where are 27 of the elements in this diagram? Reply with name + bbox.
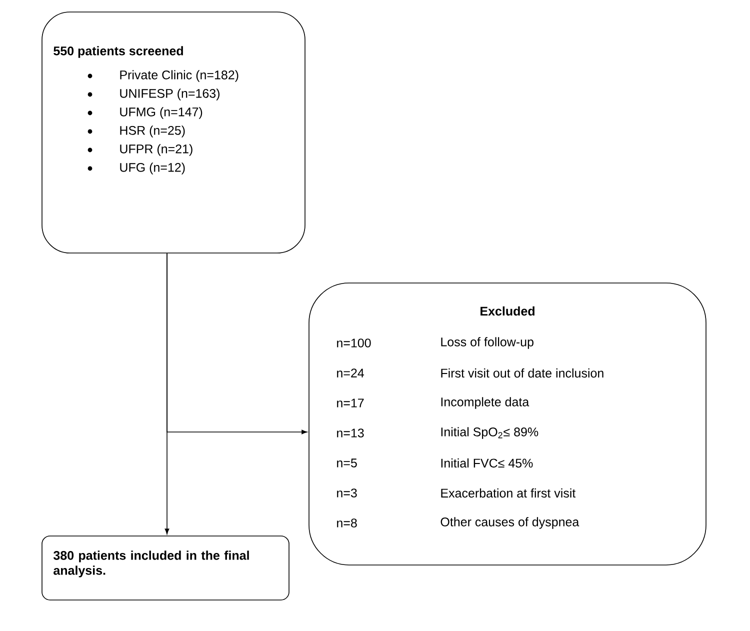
reason-text: Exacerbation at first visit: [441, 488, 576, 498]
box-heading: 550 patients screened: [54, 46, 183, 58]
list-item: Private Clinic (n=182): [120, 70, 238, 82]
list-item: UFMG (n=147): [120, 107, 202, 119]
list-item: UFG (n=12): [120, 162, 185, 174]
count-text: n=3: [337, 488, 357, 498]
reason-text: Other causes of dyspnea: [440, 517, 580, 529]
count-text: n=8: [337, 518, 357, 528]
flow-box: [42, 536, 290, 600]
box-text: 380 patients included in the final analysis.: [54, 550, 249, 578]
flow-box: [308, 282, 706, 566]
reason-text: Incomplete data: [441, 397, 530, 409]
arrow: [166, 253, 308, 434]
list-item: UNIFESP (n=163): [120, 88, 220, 100]
count-text: n=17: [337, 398, 364, 408]
reason-text: Loss of follow-up: [441, 337, 534, 349]
reason-text: Initial FVC≤ 45%: [441, 458, 533, 468]
list-item: UFPR (n=21): [120, 144, 192, 156]
count-text: n=5: [337, 458, 357, 468]
reason-text: Initial SpO$_{2}$≤ 89%: [441, 427, 538, 439]
list-item: HSR (n=25): [120, 126, 185, 138]
box-heading: Excluded: [480, 306, 534, 316]
flow-box: [42, 12, 306, 254]
count-text: n=13: [337, 428, 364, 438]
count-text: n=100: [337, 338, 371, 348]
reason-text: First visit out of date inclusion: [441, 368, 604, 378]
count-text: n=24: [337, 368, 364, 378]
